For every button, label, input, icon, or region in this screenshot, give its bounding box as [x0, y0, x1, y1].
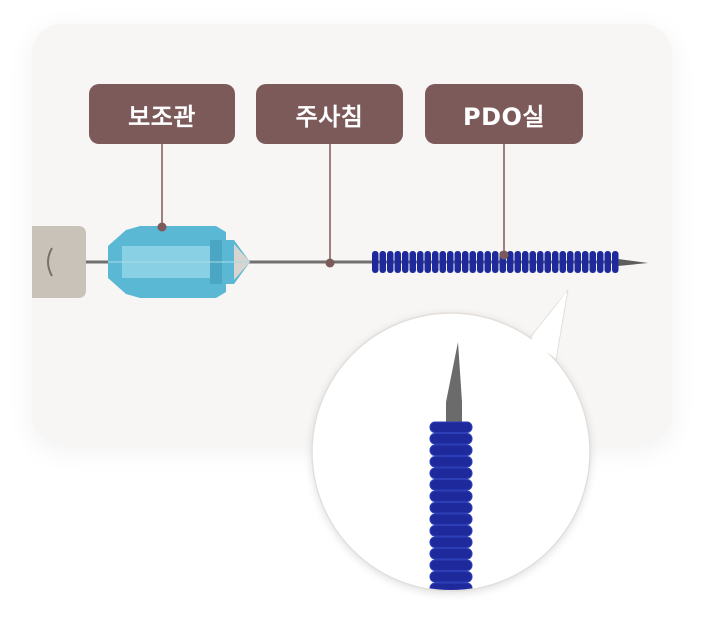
thread-coil — [447, 251, 454, 273]
thread-coil — [379, 251, 386, 273]
thread-coil — [477, 251, 484, 273]
guide-tube-hub — [108, 226, 250, 298]
leader-guide-tube — [157, 144, 167, 232]
magnified-thread-coil — [429, 456, 473, 468]
leader-pdo-thread — [499, 144, 509, 260]
magnified-pdo-thread — [429, 421, 473, 606]
magnified-needle-tip — [446, 342, 462, 430]
thread-coil — [582, 251, 589, 273]
magnified-thread-coil — [429, 582, 473, 590]
thread-coil — [597, 251, 604, 273]
thread-coil — [544, 251, 551, 273]
magnified-thread-coil — [429, 536, 473, 548]
thread-coil — [522, 251, 529, 273]
thread-coil — [604, 251, 611, 273]
thread-coil — [394, 251, 401, 273]
thread-coil — [439, 251, 446, 273]
thread-coil — [492, 251, 499, 273]
thread-coil — [514, 251, 521, 273]
thread-coil — [432, 251, 439, 273]
leader-needle — [325, 144, 335, 268]
thread-coil — [387, 251, 394, 273]
thread-coil — [409, 251, 416, 273]
thread-coil — [574, 251, 581, 273]
magnified-thread-coil — [430, 595, 472, 606]
thread-coil — [402, 251, 409, 273]
thread-coil — [552, 251, 559, 273]
magnified-thread-coil — [429, 513, 473, 525]
thread-coil — [567, 251, 574, 273]
magnified-thread-coil — [429, 421, 473, 433]
magnified-thread-coil — [429, 433, 473, 445]
thread-coil — [462, 251, 469, 273]
magnified-thread-coil — [429, 479, 473, 491]
magnified-thread-coil — [429, 559, 473, 571]
needle-tip — [618, 259, 648, 266]
label-guide-tube: 보조관 — [89, 84, 235, 144]
magnified-thread-coil — [429, 467, 473, 479]
magnifier-callout — [311, 289, 591, 606]
magnified-thread-coil — [429, 548, 473, 560]
thread-coil — [507, 251, 514, 273]
thread-coil — [589, 251, 596, 273]
magnified-thread-coil — [429, 490, 473, 502]
thread-coil — [484, 251, 491, 273]
thread-coil — [537, 251, 544, 273]
thread-coil — [469, 251, 476, 273]
syringe-body — [32, 226, 86, 298]
thread-coil — [372, 251, 379, 273]
thread-coil — [529, 251, 536, 273]
thread-coil — [559, 251, 566, 273]
label-pdo-thread: PDO실 — [425, 84, 583, 144]
label-needle: 주사침 — [256, 84, 403, 144]
thread-coil — [612, 251, 619, 273]
magnified-thread-coil — [429, 444, 473, 456]
magnified-thread-coil — [429, 571, 473, 583]
thread-coil — [454, 251, 461, 273]
thread-coil — [424, 251, 431, 273]
thread-coil — [417, 251, 424, 273]
magnified-thread-coil — [429, 525, 473, 537]
magnified-thread-coil — [429, 502, 473, 514]
